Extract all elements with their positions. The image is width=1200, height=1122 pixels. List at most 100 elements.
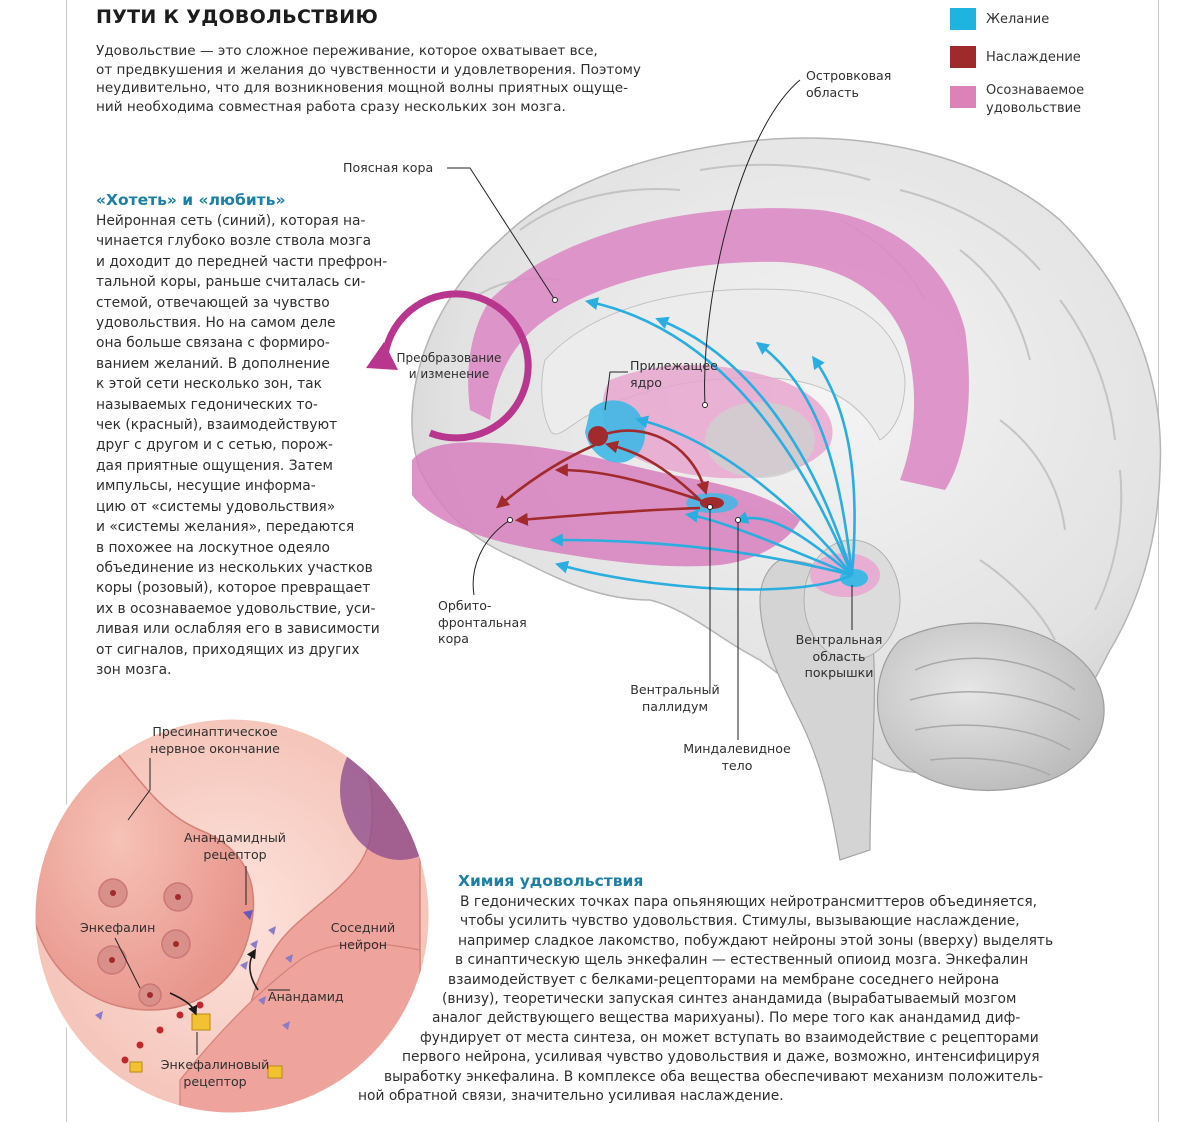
label-line: нервное окончание <box>150 740 280 756</box>
legend-label: Наслаждение <box>986 50 1081 65</box>
label-line: рецептор <box>203 846 267 862</box>
text-line: друг с другом и с сетью, порож- <box>96 437 334 454</box>
intro-paragraph: Удовольствие — это сложное переживание, … <box>96 42 716 116</box>
cerebellum-folia <box>909 657 1081 776</box>
label-line: Орбито- <box>438 598 492 613</box>
label-presynaptic: Пресинаптическое нервное окончание <box>130 724 300 757</box>
enkephalin-vesicles <box>97 878 193 1007</box>
label-line: нейрон <box>338 936 388 952</box>
text-line: и «системы желания», передаются <box>96 519 355 536</box>
callout-dot <box>702 402 708 408</box>
text-line: называемых гедонических то- <box>96 396 318 413</box>
text-line: в синаптическую щель энкефалин — естеств… <box>455 952 1029 969</box>
label-line: паллидум <box>642 698 708 714</box>
text-line: и доходит до передней части префрон- <box>96 253 388 270</box>
label-line: Вентральный <box>630 682 720 697</box>
label-line: Анандамидный <box>184 830 286 845</box>
cycle-label-line: и изменение <box>408 367 490 381</box>
text-line: импульсы, несущие информа- <box>96 478 316 495</box>
legend-swatch-enjoyment <box>950 46 976 68</box>
accumbens-hotspot <box>588 426 608 446</box>
legend-swatch-conscious <box>950 86 976 108</box>
pallidum-hotspot <box>700 497 724 509</box>
enkephalin-receptor-shape <box>129 1061 143 1073</box>
text-line: зон мозга. <box>96 661 172 678</box>
text-line: ванием желаний. В дополнение <box>96 355 330 372</box>
text-line: аналог действующего вещества марихуаны).… <box>432 1010 1021 1027</box>
anandamide-receptor-shape <box>243 910 253 920</box>
callout-dot <box>552 297 558 303</box>
label-neighbor-neuron: Соседний нейрон <box>318 920 408 953</box>
label-line: тело <box>721 757 753 773</box>
callout-leaders <box>447 79 853 740</box>
text-line: например сладкое лакомство, побуждают не… <box>458 932 1054 949</box>
label-anandamide: Анандамид <box>268 989 344 1004</box>
cycle-label-line: Преобразование <box>396 351 502 365</box>
text-line: удовольствия. Но на самом деле <box>96 315 336 332</box>
text-line: ливая или ослабляя его в зависимости <box>96 621 380 638</box>
intro-line: ний необходима совместная работа сразу н… <box>96 98 566 115</box>
cycle-label: Преобразование и изменение <box>391 350 507 382</box>
section-heading-chemistry: Химия удовольствия <box>458 872 644 890</box>
legend-label: Желание <box>986 12 1050 27</box>
page-frame-left <box>66 0 67 1122</box>
text-line: первого нейрона, усиливая чувство удовол… <box>402 1049 1040 1066</box>
callout-dot <box>507 517 513 523</box>
label-amygdala: Миндалевидное тело <box>672 741 802 774</box>
legend-label-line: удовольствие <box>986 101 1082 116</box>
label-line: кора <box>438 631 470 646</box>
desire-pathways <box>549 297 856 591</box>
label-line: покрышки <box>804 665 874 680</box>
label-line: область <box>806 84 859 100</box>
label-line: ядро <box>630 374 662 390</box>
text-line: она больше связана с формиро- <box>96 335 330 352</box>
text-line: их в осознаваемое удовольствие, уси- <box>96 600 376 617</box>
legend-label: Осознаваемое удовольствие <box>986 82 1084 118</box>
label-ventral-pallidum: Вентральный паллидум <box>620 682 730 715</box>
enkephalin-receptor-shape <box>267 1065 283 1079</box>
label-nucleus-accumbens: Прилежащее ядро <box>630 358 718 391</box>
section-heading-want-like: «Хотеть» и «любить» <box>96 191 286 209</box>
label-line: Островковая <box>806 68 892 83</box>
text-line: Нейронная сеть (синий), которая на- <box>96 213 366 229</box>
page-frame-right <box>1158 0 1159 1122</box>
label-line: Энкефалиновый <box>160 1057 270 1072</box>
text-line: коры (розовый), которое превращает <box>96 580 371 597</box>
text-line: в похожее на лоскутное одеяло <box>96 539 330 556</box>
neighbor-nucleus <box>340 720 430 860</box>
orbitofrontal-region <box>412 442 800 567</box>
cingulate-cortex-region <box>468 208 969 490</box>
label-anandamide-receptor: Анандамидный рецептор <box>170 830 300 863</box>
label-line: Пресинаптическое <box>152 724 278 739</box>
text-line: дая приятные ощущения. Затем <box>96 457 333 474</box>
text-line: ной обратной связи, значительно усиливая… <box>358 1088 784 1105</box>
label-line: область <box>812 648 866 664</box>
label-line: Прилежащее <box>630 358 718 373</box>
label-line: рецептор <box>183 1073 247 1089</box>
callout-dot <box>707 504 713 510</box>
callout-dot <box>735 517 741 523</box>
want-like-paragraph: Нейронная сеть (синий), которая на- чина… <box>96 211 387 680</box>
text-line: чинается глубоко возле ствола мозга <box>96 233 372 250</box>
text-line: стемой, отвечающей за чувство <box>96 294 330 311</box>
flow-arrow <box>246 948 259 991</box>
text-line: объединение из нескольких участков <box>96 559 373 576</box>
pleasure-pathways <box>496 429 709 526</box>
text-line: чек (красный), взаимодействуют <box>96 417 338 434</box>
intro-line: Удовольствие — это сложное переживание, … <box>96 43 598 59</box>
thalamus <box>705 402 815 478</box>
text-line: В гедонических точках пара опьяняющих не… <box>460 894 1038 910</box>
label-line: Вентральная <box>795 632 883 647</box>
label-orbitofrontal: Орбито- фронтальная кора <box>438 598 527 648</box>
label-vta: Вентральная область покрышки <box>784 632 894 682</box>
page-title: ПУТИ К УДОВОЛЬСТВИЮ <box>96 6 379 28</box>
legend-swatch-desire <box>950 8 976 30</box>
text-line: взаимодействует с белками-рецепторами на… <box>448 971 1000 988</box>
intro-line: неудивительно, что для возникновения мощ… <box>96 80 629 96</box>
label-line: фронтальная <box>438 614 527 630</box>
text-line: выработку энкефалина. В комплексе оба ве… <box>384 1068 1043 1085</box>
text-line: чтобы усилить чувство удовольствия. Стим… <box>460 913 1020 930</box>
label-enkephalin: Энкефалин <box>80 920 156 935</box>
text-line: цию от «системы удовольствия» <box>96 498 336 515</box>
legend-label-line: Осознаваемое <box>986 83 1085 98</box>
